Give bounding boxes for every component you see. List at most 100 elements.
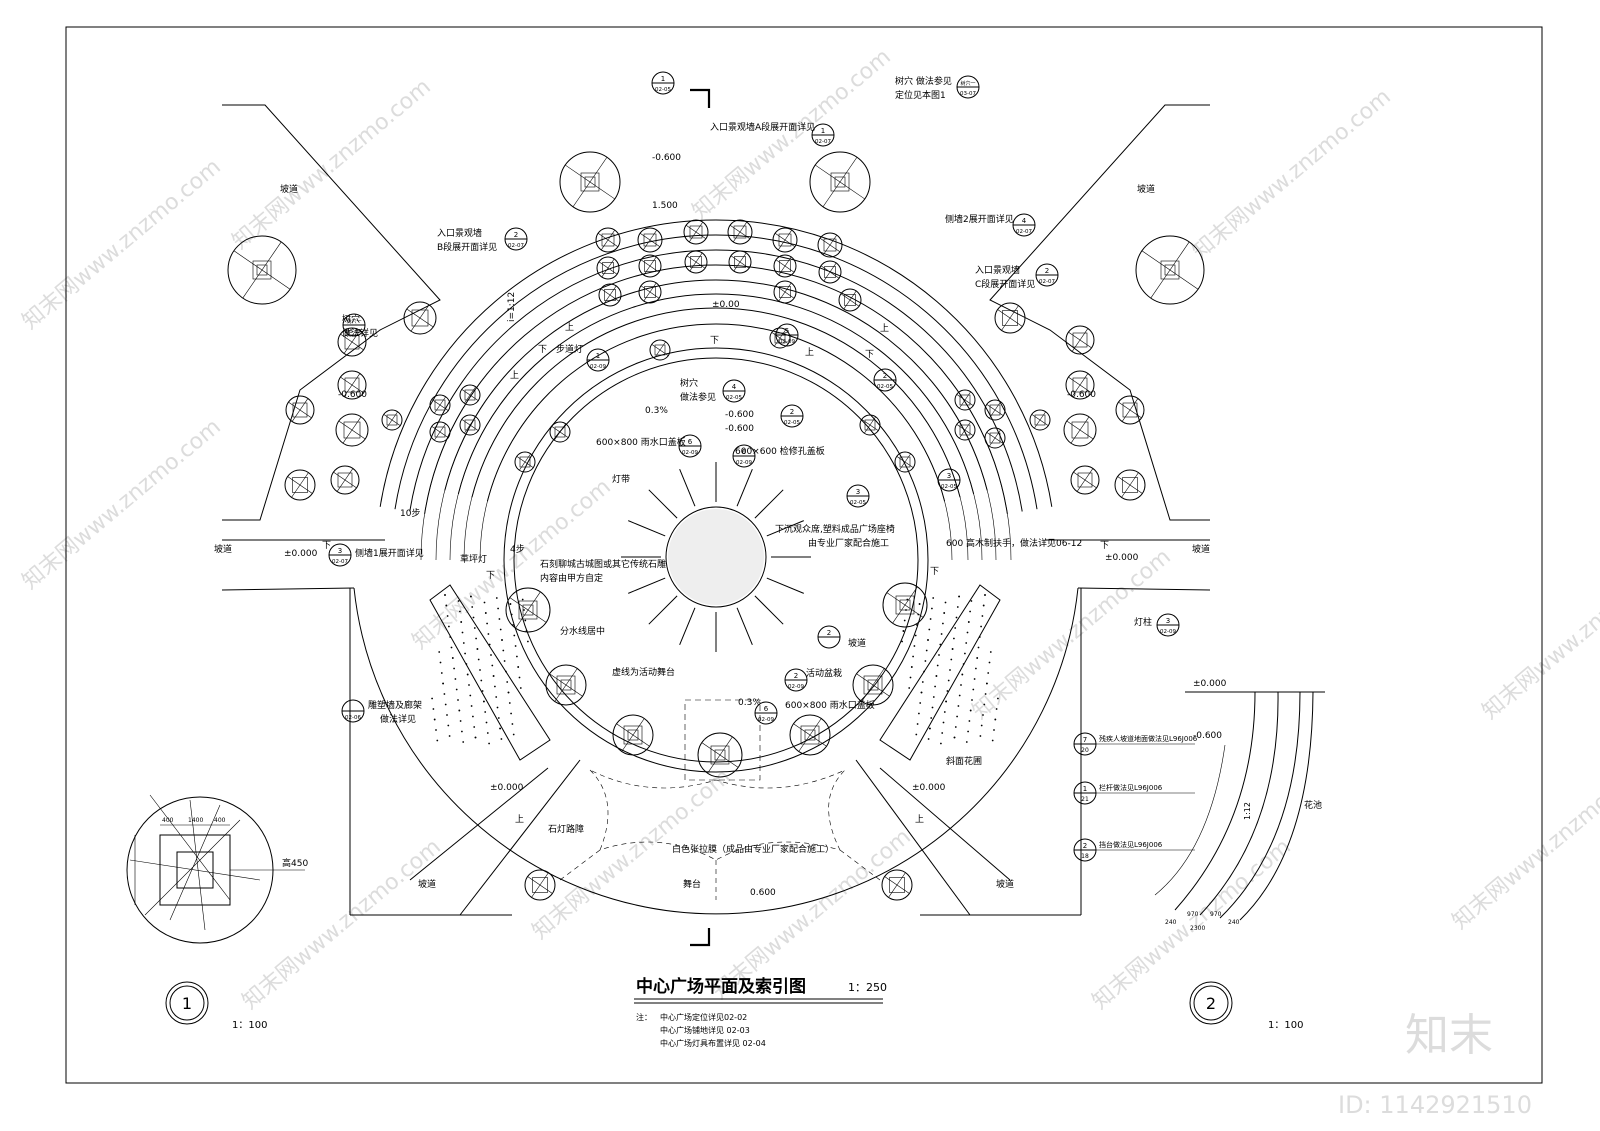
- hatch-dot: [475, 637, 477, 640]
- tree-symbol: [894, 451, 916, 473]
- hatch-dot: [953, 736, 956, 739]
- index-bubble-top: 2: [794, 672, 798, 680]
- hatch-dot: [508, 702, 511, 704]
- hatch-dot: [462, 642, 465, 644]
- index-bubble: 2 02-07: [1035, 263, 1059, 287]
- tree-symbol: [285, 395, 315, 425]
- tree-symbol: [459, 384, 481, 406]
- label-entry-wall-c2: C段展开面详见: [975, 278, 1035, 290]
- hatch-dot: [496, 706, 499, 709]
- detail2-ref-text: 栏杆做法见L96J006: [1099, 783, 1163, 792]
- hatch-dot: [903, 619, 906, 622]
- hatch-dot: [921, 681, 924, 683]
- plan-labels: 树穴 做法参见 定位见本图1 入口景观墙A段展开面详见 入口景观墙 B段展开面详…: [214, 75, 1210, 890]
- hatch-dot: [439, 661, 442, 664]
- hatch-dot: [927, 639, 929, 641]
- label-stage: 舞台: [683, 878, 701, 890]
- side-terrace-arc: [924, 351, 1012, 561]
- hatch-dot: [483, 700, 485, 703]
- index-bubble-bottom: 02-09: [682, 450, 698, 456]
- slope-i112: i=1:12: [507, 292, 517, 322]
- index-bubble-top: 1: [661, 75, 665, 83]
- hatch-dot: [521, 598, 524, 601]
- tree-symbol: [1114, 469, 1146, 501]
- detail2-number: 2: [1206, 994, 1216, 1013]
- hatch-dot: [936, 664, 939, 667]
- label-up-3: 上: [805, 347, 814, 358]
- detail2-ref: 7 20 残疾人坡道地面做法见L96J006: [1073, 732, 1198, 756]
- label-sculpture-wall2: 做法详见: [380, 713, 416, 725]
- label-entry-wall-c1: 入口景观墙: [975, 264, 1020, 276]
- index-bubble-bottom: 02-07: [332, 559, 348, 565]
- tree-symbol: [284, 469, 316, 501]
- index-bubble-bottom: 02-07: [1039, 279, 1055, 285]
- index-bubble: 302-09: [1156, 613, 1180, 637]
- tree-symbol: [773, 254, 797, 278]
- hatch-dot: [942, 721, 945, 724]
- hatch-dot: [494, 685, 496, 688]
- tree-symbol: [595, 227, 621, 253]
- label-step-light: 步道灯: [556, 343, 583, 355]
- hatch-dot: [470, 705, 473, 707]
- label-lamp-post: 灯柱: [1134, 616, 1152, 628]
- hatch-dot: [503, 660, 506, 662]
- index-bubble: 402-07: [1012, 213, 1036, 237]
- hatch-dot: [972, 688, 975, 691]
- level-1500: 1.500: [652, 201, 678, 211]
- index-bubble-bottom: 02-09: [779, 339, 795, 345]
- hatch-dot: [955, 616, 958, 619]
- level-top-center: ±0.00: [712, 300, 740, 310]
- hatch-dot: [473, 726, 476, 728]
- side-terrace-arc: [420, 351, 508, 561]
- index-bubble-bottom: 02-06: [345, 715, 361, 721]
- tree-symbol: [612, 714, 654, 756]
- detail2-ref-top: 7: [1083, 736, 1087, 744]
- tree-symbol: [337, 370, 367, 400]
- hatch-dot: [511, 723, 514, 725]
- hatch-dot: [491, 664, 494, 667]
- index-bubble-top: 5: [785, 327, 789, 335]
- detail2-ref-bottom: 18: [1081, 853, 1089, 860]
- hatch-dot: [932, 597, 935, 599]
- drawing-title: 中心广场平面及索引图: [636, 976, 806, 997]
- index-bubble-bottom: 02-09: [590, 364, 606, 370]
- tree-symbol: [598, 283, 622, 307]
- detail2-ref-text: 残疾人坡道地面做法见L96J006: [1099, 734, 1198, 743]
- hatch-dot: [947, 679, 950, 682]
- detail2-ref-bottom: 20: [1081, 747, 1089, 754]
- hatch-dot: [976, 657, 979, 659]
- hatch-dot: [500, 738, 503, 740]
- tree-symbol: [549, 421, 571, 443]
- index-bubble-top: 1: [596, 352, 600, 360]
- detail2-dim-c: 970: [1210, 911, 1222, 918]
- tree-symbol: [954, 389, 976, 411]
- hatch-dot: [462, 741, 465, 743]
- hatch-dot: [954, 726, 957, 728]
- hatch-dot: [453, 667, 455, 670]
- tree-symbol: [1070, 465, 1100, 495]
- hatch-dot: [968, 720, 971, 722]
- hatch-dot: [981, 615, 984, 617]
- hatch-dot: [468, 684, 470, 686]
- tree-symbol: [637, 227, 663, 253]
- hatch-dot: [470, 595, 472, 598]
- tree-symbol: [559, 151, 621, 213]
- drawing-scale: 1：250: [848, 981, 887, 994]
- hatch-dot: [984, 594, 986, 596]
- detail2-dim-a: 240: [1165, 919, 1177, 926]
- label-ramp-bl: 坡道: [418, 878, 436, 890]
- label-sunken-seats2: 由专业厂家配合施工: [808, 537, 889, 549]
- detail2-dim-b: 970: [1187, 911, 1199, 918]
- notes-line-3: 中心广场灯具布置详见 02-04: [660, 1038, 766, 1048]
- hatch-dot: [915, 733, 918, 736]
- hatch-dot: [455, 688, 458, 691]
- label-lawn-light: 草坪灯: [460, 553, 487, 565]
- index-bubble-top: 2: [1045, 267, 1049, 275]
- hatch-dot: [477, 658, 480, 661]
- side-terrace-arc: [479, 392, 550, 561]
- tree-symbol: [227, 235, 297, 305]
- hatch-dot: [969, 709, 972, 712]
- hatch-dot: [943, 711, 946, 713]
- index-bubble: 202-09: [784, 668, 808, 692]
- hatch-dot: [512, 733, 515, 736]
